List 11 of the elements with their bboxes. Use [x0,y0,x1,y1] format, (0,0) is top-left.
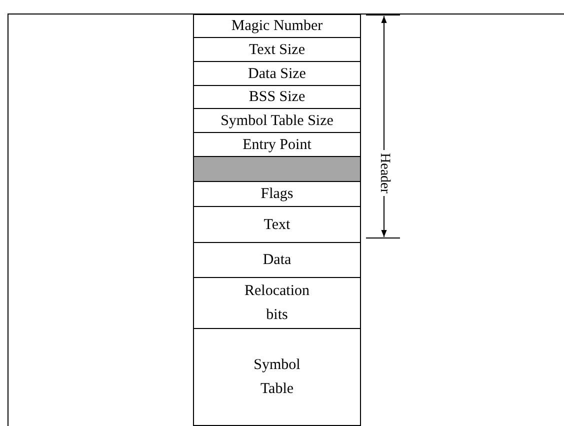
reserved-cell [193,157,361,182]
table-cell: Flags [193,182,361,207]
table-cell: Data Size [193,62,361,86]
table-cell: Relocation bits [193,278,361,329]
table-cell: Text Size [193,38,361,62]
table-cell: Data [193,243,361,278]
table-cell: BSS Size [193,86,361,109]
table-cell: Symbol Table [193,329,361,426]
table-cell: Text [193,207,361,243]
table-cell: Magic Number [193,14,361,38]
table-cell: Symbol Table Size [193,109,361,133]
